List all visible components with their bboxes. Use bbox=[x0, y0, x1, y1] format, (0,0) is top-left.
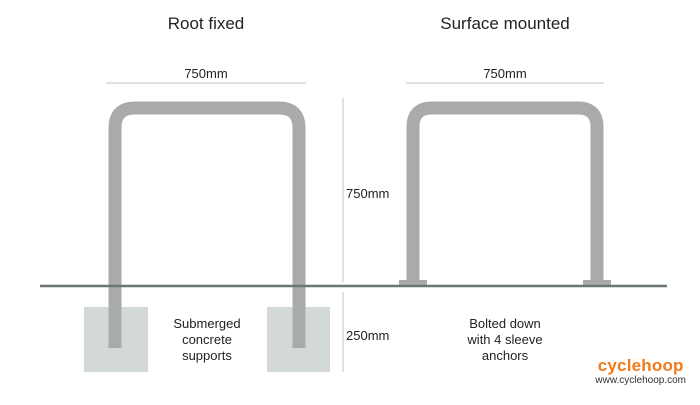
title-root-fixed: Root fixed bbox=[167, 14, 245, 33]
note-root-fixed: Submerged concrete supports bbox=[157, 316, 257, 364]
brand-name: cyclehoop bbox=[597, 356, 684, 375]
surface-mounted-hoop bbox=[406, 101, 604, 283]
depth-label: 250mm bbox=[346, 328, 390, 343]
note-surface-mounted: Bolted down with 4 sleeve anchors bbox=[450, 316, 560, 364]
width-label-right: 750mm bbox=[483, 66, 527, 81]
width-label-left: 750mm bbox=[184, 66, 228, 81]
note-surface-mounted-line-2: with 4 sleeve bbox=[467, 332, 543, 347]
brand-url: www.cyclehoop.com bbox=[595, 375, 686, 386]
brand-logo: cyclehoop www.cyclehoop.com bbox=[595, 356, 686, 386]
note-root-fixed-line-2: concrete bbox=[182, 332, 232, 347]
note-root-fixed-line-1: Submerged bbox=[173, 316, 241, 331]
title-surface-mounted: Surface mounted bbox=[440, 14, 570, 33]
base-plate-right bbox=[583, 280, 611, 285]
root-fixed-hoop bbox=[108, 101, 306, 348]
base-plate-left bbox=[399, 280, 427, 285]
note-root-fixed-line-3: supports bbox=[182, 348, 232, 363]
height-label: 750mm bbox=[346, 186, 390, 201]
note-surface-mounted-line-3: anchors bbox=[481, 348, 529, 363]
note-surface-mounted-line-1: Bolted down bbox=[469, 316, 541, 331]
